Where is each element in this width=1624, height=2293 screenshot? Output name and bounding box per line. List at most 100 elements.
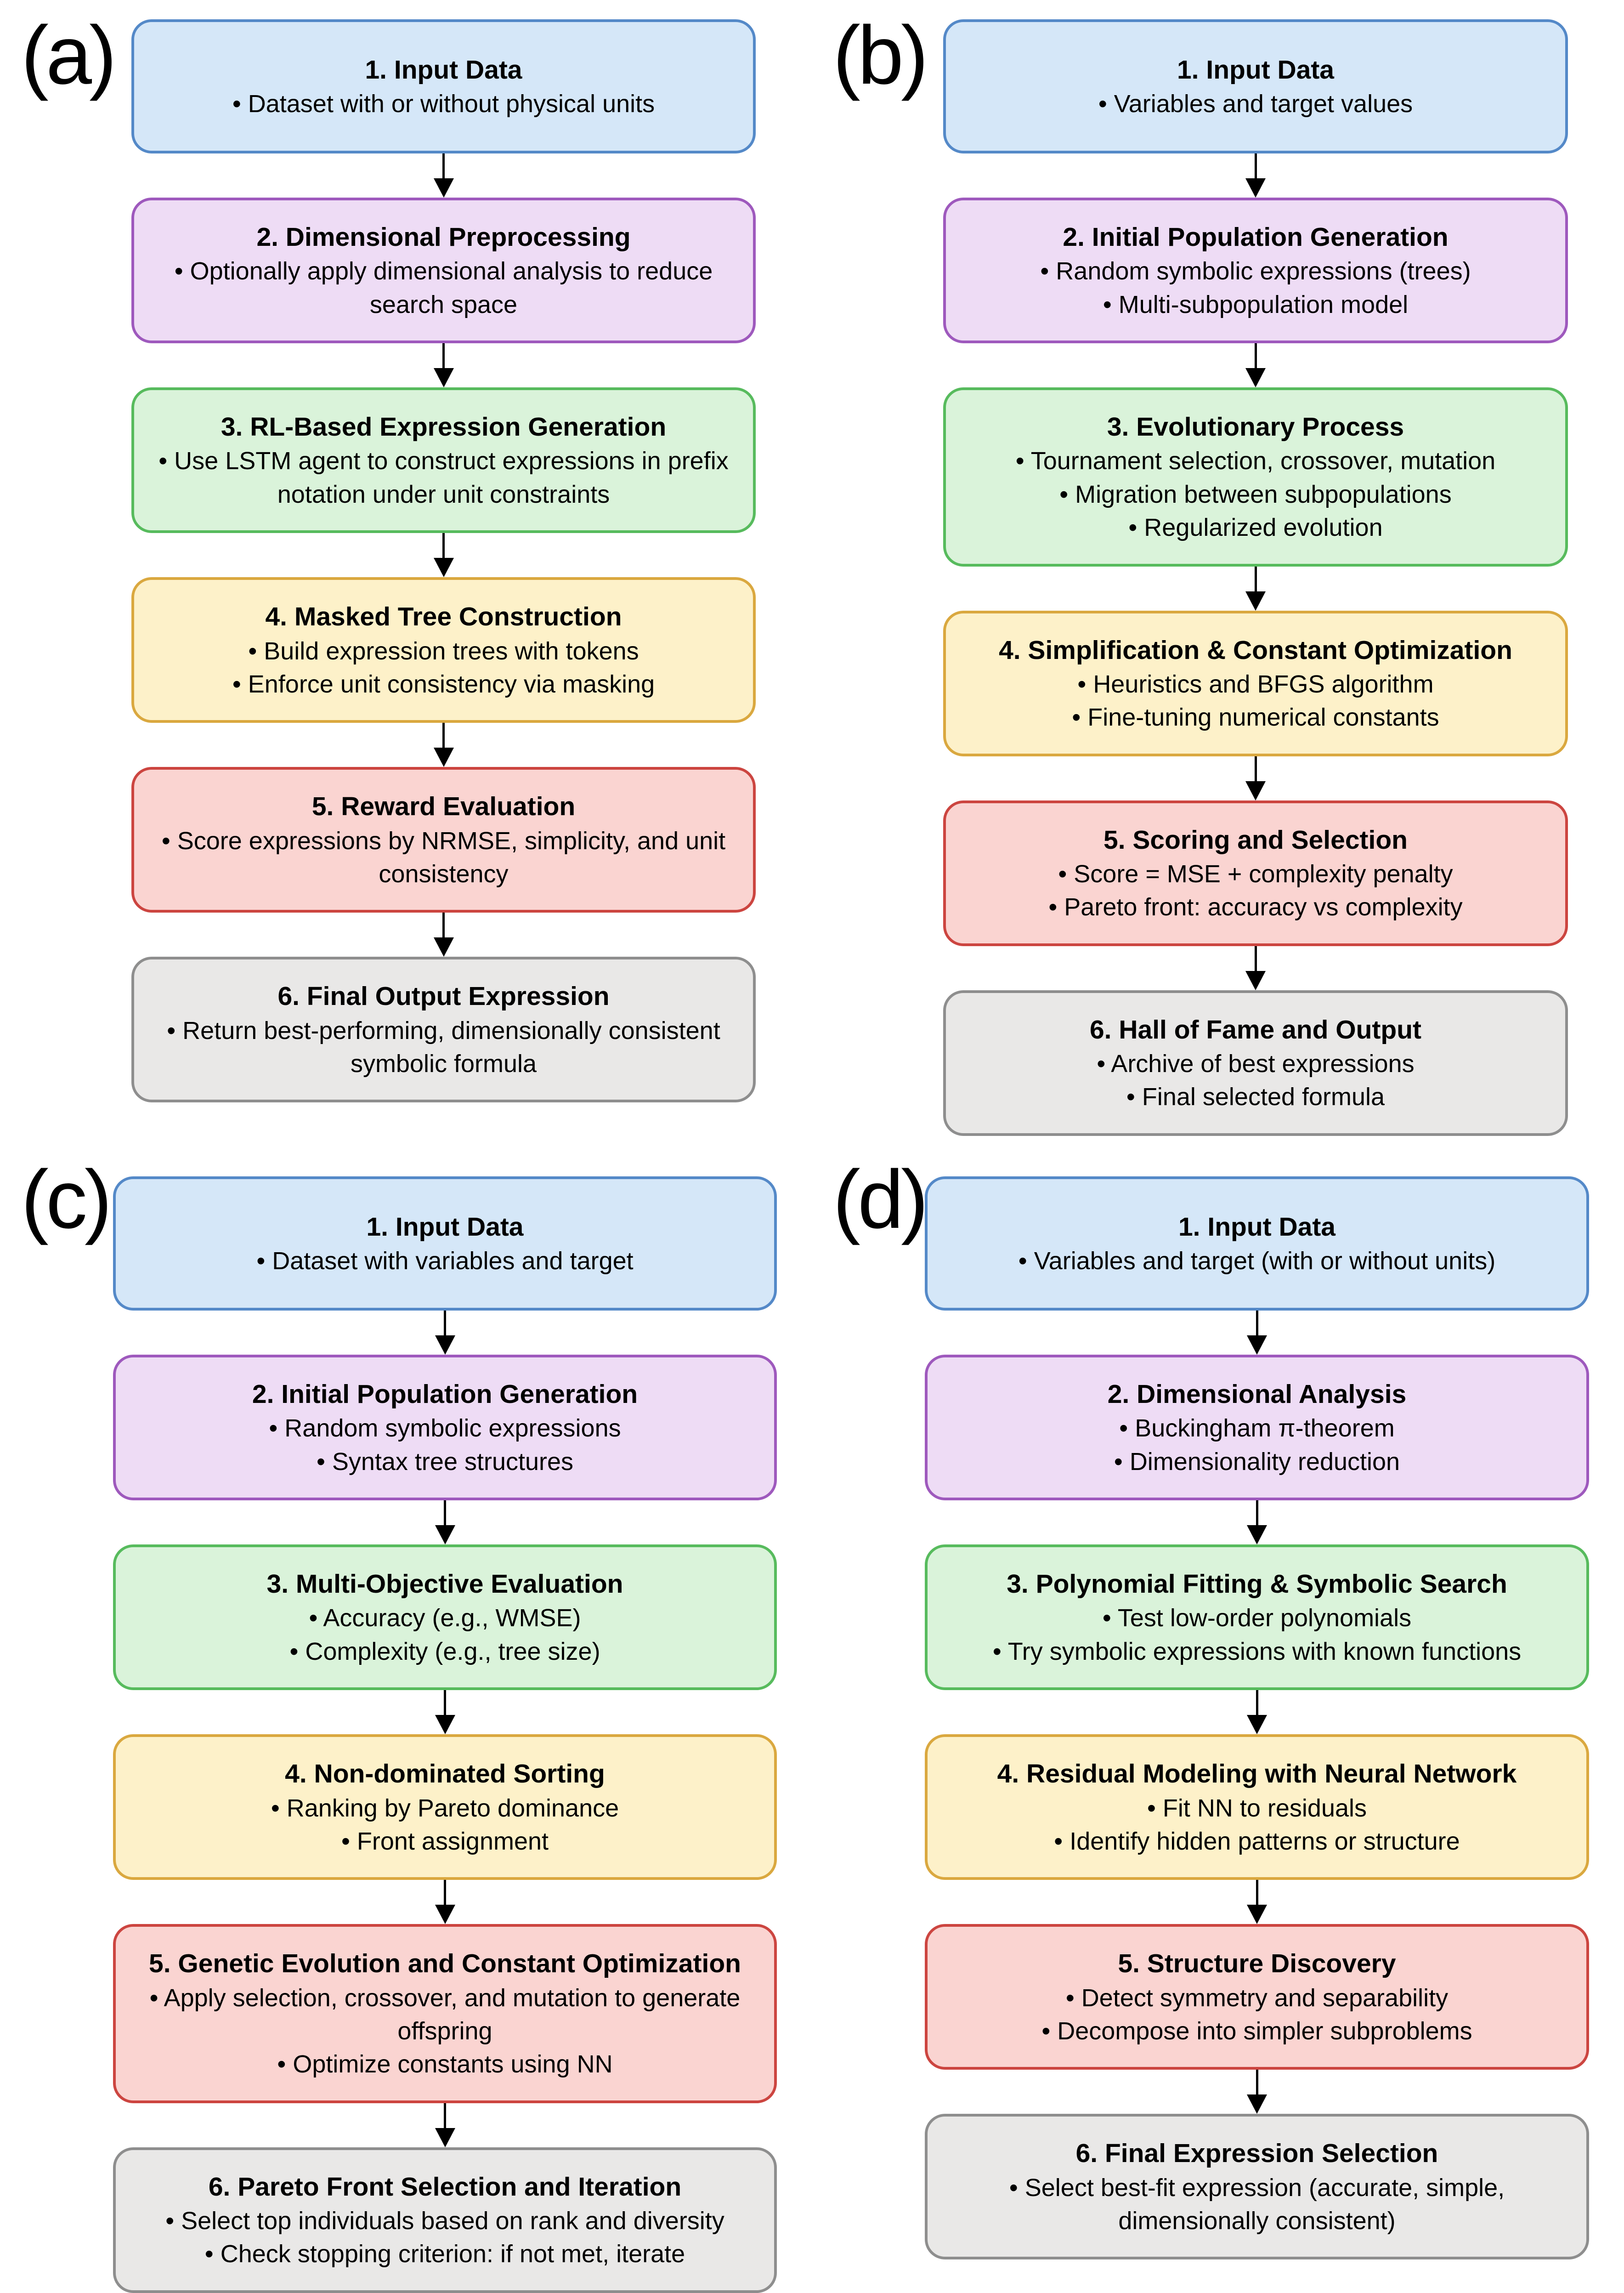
arrow-down-icon xyxy=(113,1500,777,1545)
arrow-head xyxy=(433,748,454,767)
step-bullet: • Use LSTM agent to construct expression… xyxy=(158,447,729,508)
step-box-b-2: 2. Initial Population Generation • Rando… xyxy=(943,198,1568,344)
arrow-head xyxy=(433,368,454,388)
arrow-down-icon xyxy=(113,1880,777,1924)
step-box-a-6: 6. Final Output Expression • Return best… xyxy=(131,957,756,1103)
step-box-d-1: 1. Input Data • Variables and target (wi… xyxy=(925,1176,1589,1311)
arrow-line xyxy=(444,1880,446,1905)
arrow-down-icon xyxy=(925,1500,1589,1545)
step-title: 2. Dimensional Preprocessing xyxy=(256,222,631,252)
flowchart-panel-a: (a) 1. Input Data • Dataset with or with… xyxy=(0,0,812,1144)
step-title: 4. Masked Tree Construction xyxy=(265,602,622,632)
panel-label-a: (a) xyxy=(21,9,117,102)
step-bullet: • Build expression trees with tokens xyxy=(248,637,639,665)
step-box-a-1: 1. Input Data • Dataset with or without … xyxy=(131,19,756,153)
arrow-down-icon xyxy=(113,2103,777,2147)
step-title: 1. Input Data xyxy=(366,1212,524,1242)
step-box-b-3: 3. Evolutionary Process • Tournament sel… xyxy=(943,387,1568,567)
step-bullet: • Select best-fit expression (accurate, … xyxy=(1009,2174,1505,2235)
step-bullet: • Return best-performing, dimensionally … xyxy=(167,1016,720,1078)
step-bullet: • Detect symmetry and separability xyxy=(1065,1984,1449,2012)
arrow-head xyxy=(1247,1335,1267,1355)
step-title: 2. Initial Population Generation xyxy=(1063,222,1449,252)
step-bullet: • Score = MSE + complexity penalty xyxy=(1058,860,1453,888)
step-title: 3. RL-Based Expression Generation xyxy=(221,412,667,442)
step-title: 4. Residual Modeling with Neural Network xyxy=(997,1759,1517,1789)
arrow-head xyxy=(435,1715,455,1735)
step-bullet: • Optionally apply dimensional analysis … xyxy=(174,257,713,318)
step-bullet: • Regularized evolution xyxy=(1128,514,1383,542)
step-title: 4. Non-dominated Sorting xyxy=(285,1759,605,1789)
arrow-head xyxy=(435,2128,455,2147)
step-bullet: • Tournament selection, crossover, mutat… xyxy=(1015,447,1496,475)
arrow-down-icon xyxy=(113,1690,777,1735)
arrow-head xyxy=(433,558,454,578)
arrow-line xyxy=(444,1311,446,1335)
step-box-c-1: 1. Input Data • Dataset with variables a… xyxy=(113,1176,777,1311)
step-title: 5. Reward Evaluation xyxy=(311,792,576,822)
step-box-d-6: 6. Final Expression Selection • Select b… xyxy=(925,2114,1589,2260)
arrow-line xyxy=(444,1690,446,1715)
arrow-head xyxy=(433,178,454,198)
arrow-line xyxy=(442,153,445,178)
step-title: 3. Evolutionary Process xyxy=(1107,412,1404,442)
step-bullet: • Random symbolic expressions xyxy=(269,1414,621,1442)
flowchart-panel-b: (b) 1. Input Data • Variables and target… xyxy=(812,0,1624,1144)
step-box-d-5: 5. Structure Discovery • Detect symmetry… xyxy=(925,1924,1589,2070)
arrow-line xyxy=(1256,1880,1258,1905)
arrow-head xyxy=(1245,781,1266,800)
step-bullet: • Complexity (e.g., tree size) xyxy=(289,1637,600,1665)
arrow-head xyxy=(435,1905,455,1924)
flow-column: 1. Input Data • Dataset with or without … xyxy=(131,19,756,1103)
arrow-head xyxy=(1247,1905,1267,1924)
step-box-d-2: 2. Dimensional Analysis • Buckingham π-t… xyxy=(925,1355,1589,1501)
step-bullet: • Random symbolic expressions (trees) xyxy=(1040,257,1471,285)
step-box-b-5: 5. Scoring and Selection • Score = MSE +… xyxy=(943,800,1568,946)
step-box-c-4: 4. Non-dominated Sorting • Ranking by Pa… xyxy=(113,1734,777,1880)
step-bullet: • Variables and target values xyxy=(1098,90,1413,118)
step-title: 2. Dimensional Analysis xyxy=(1107,1379,1407,1409)
step-title: 5. Scoring and Selection xyxy=(1103,825,1408,855)
step-bullet: • Fine-tuning numerical constants xyxy=(1072,704,1439,732)
step-bullet: • Check stopping criterion: if not met, … xyxy=(204,2240,685,2268)
step-bullet: • Fit NN to residuals xyxy=(1147,1794,1367,1822)
arrow-down-icon xyxy=(131,343,756,388)
step-title: 3. Multi-Objective Evaluation xyxy=(266,1569,623,1599)
step-title: 6. Hall of Fame and Output xyxy=(1089,1015,1422,1044)
arrow-line xyxy=(1256,1500,1258,1526)
arrow-down-icon xyxy=(131,913,756,957)
arrow-down-icon xyxy=(943,756,1568,800)
arrow-down-icon xyxy=(925,1880,1589,1924)
step-bullet: • Syntax tree structures xyxy=(316,1447,574,1476)
step-bullet: • Decompose into simpler subproblems xyxy=(1041,2017,1472,2045)
arrow-line xyxy=(1254,153,1257,178)
step-bullet: • Migration between subpopulations xyxy=(1059,480,1452,508)
step-bullet: • Ranking by Pareto dominance xyxy=(271,1794,619,1822)
arrow-down-icon xyxy=(113,1311,777,1355)
step-box-a-3: 3. RL-Based Expression Generation • Use … xyxy=(131,387,756,534)
step-bullet: • Enforce unit consistency via masking xyxy=(232,670,655,698)
arrow-line xyxy=(1256,1311,1258,1335)
arrow-down-icon xyxy=(925,1690,1589,1735)
arrow-line xyxy=(1254,566,1257,591)
arrow-line xyxy=(442,343,445,369)
panel-label-b: (b) xyxy=(833,9,928,102)
arrow-down-icon xyxy=(943,946,1568,990)
arrow-down-icon xyxy=(925,1311,1589,1355)
arrow-head xyxy=(435,1525,455,1545)
step-bullet: • Archive of best expressions xyxy=(1097,1050,1415,1078)
step-title: 2. Initial Population Generation xyxy=(252,1379,638,1409)
flow-column: 1. Input Data • Variables and target val… xyxy=(943,19,1568,1136)
step-box-a-2: 2. Dimensional Preprocessing • Optionall… xyxy=(131,198,756,344)
step-box-b-4: 4. Simplification & Constant Optimizatio… xyxy=(943,610,1568,756)
step-bullet: • Apply selection, crossover, and mutati… xyxy=(149,1984,741,2045)
step-bullet: • Test low-order polynomials xyxy=(1102,1604,1412,1632)
step-box-d-4: 4. Residual Modeling with Neural Network… xyxy=(925,1734,1589,1880)
step-box-d-3: 3. Polynomial Fitting & Symbolic Search … xyxy=(925,1544,1589,1691)
step-bullet: • Dimensionality reduction xyxy=(1114,1447,1400,1476)
arrow-down-icon xyxy=(131,533,756,578)
step-title: 4. Simplification & Constant Optimizatio… xyxy=(999,635,1512,665)
arrow-line xyxy=(442,723,445,748)
arrow-line xyxy=(1256,2070,1258,2095)
arrow-head xyxy=(435,1335,455,1355)
